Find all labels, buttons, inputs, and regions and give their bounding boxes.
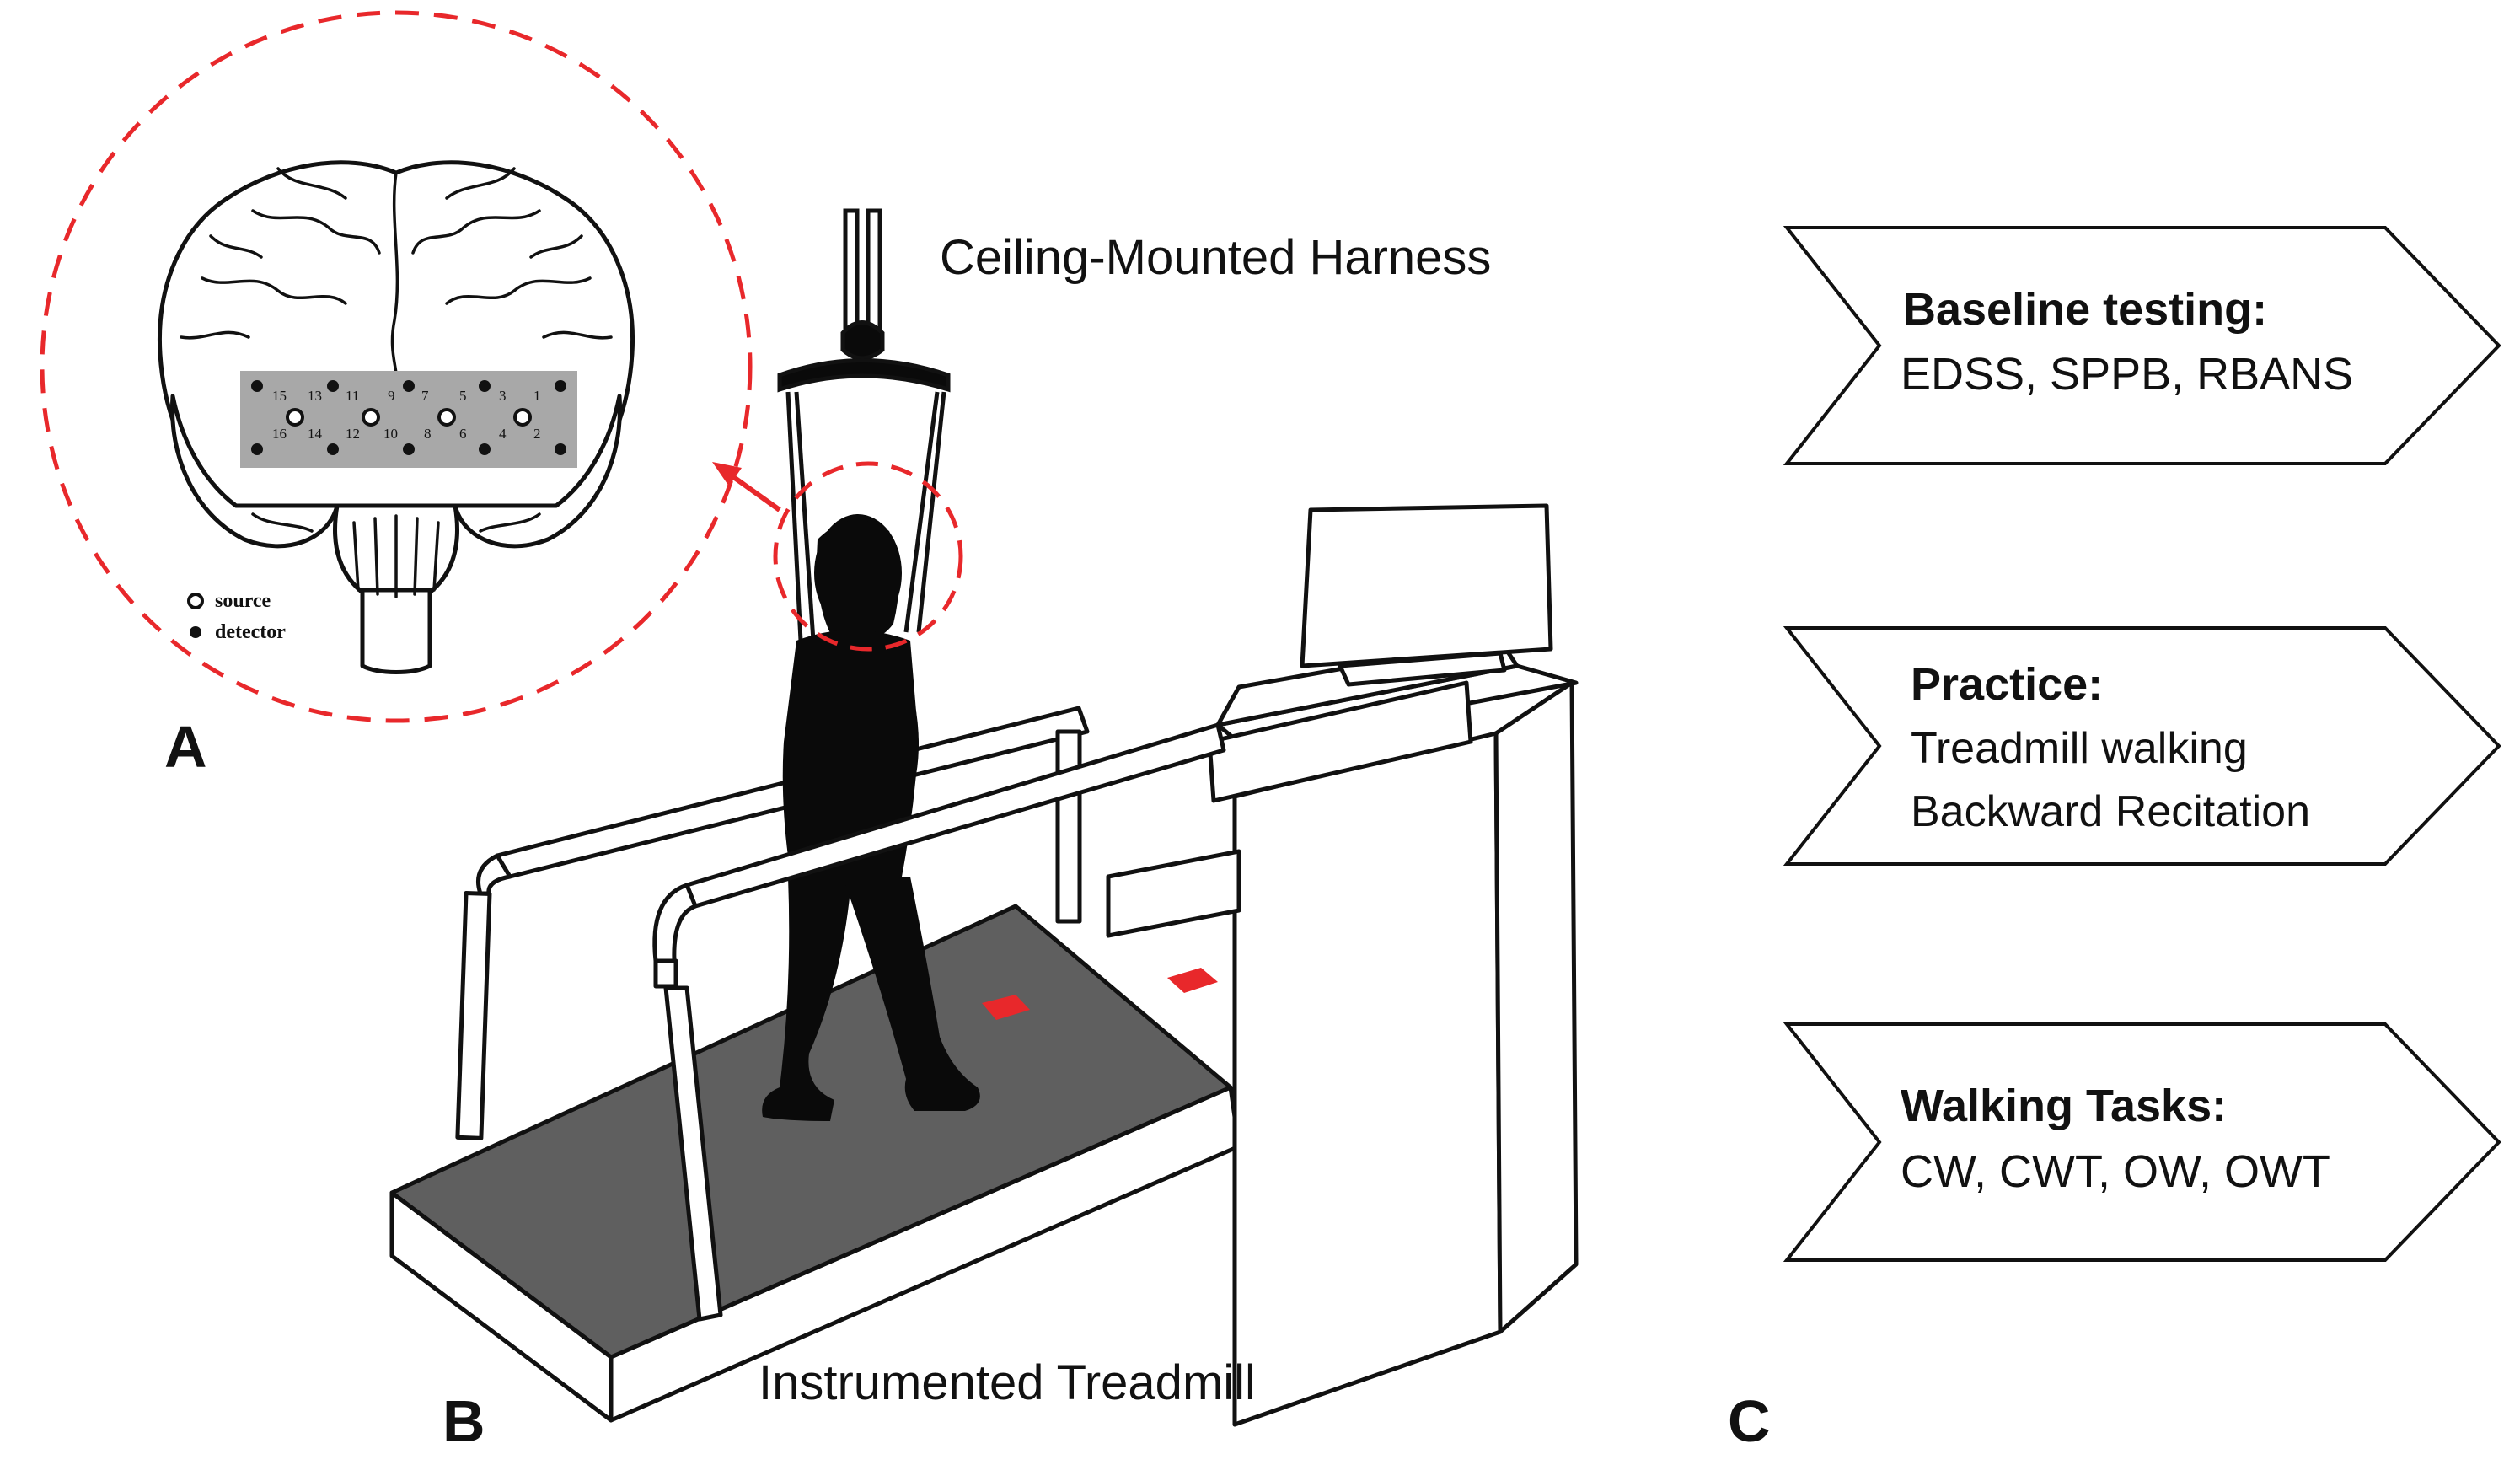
step-line: Treadmill walking bbox=[1911, 724, 2248, 773]
step-practice: Practice: Treadmill walking Backward Rec… bbox=[1783, 626, 2501, 866]
person-torso bbox=[782, 630, 919, 885]
harness-hook bbox=[840, 320, 885, 361]
treadmill-console bbox=[1106, 503, 1579, 1427]
channel-number: 13 bbox=[308, 388, 322, 404]
detector-dot bbox=[403, 380, 415, 392]
console-cabinet-side bbox=[1493, 680, 1579, 1334]
step-platform bbox=[1106, 849, 1241, 938]
harness-rod-right bbox=[866, 208, 882, 331]
console-cabinet-front bbox=[1232, 731, 1503, 1427]
channel-number: 16 bbox=[272, 426, 287, 442]
panel-b-treadmill-setup: Ceiling-Mounted Harness bbox=[389, 208, 1579, 1454]
detector-dot bbox=[251, 380, 263, 392]
detector-dot bbox=[479, 443, 491, 455]
detector-dot bbox=[251, 443, 263, 455]
source-optodes bbox=[286, 408, 532, 427]
step-baseline: Baseline testing: EDSS, SPPB, RBANS bbox=[1783, 226, 2501, 465]
source-legend-label: source bbox=[215, 590, 271, 612]
channel-number: 9 bbox=[388, 388, 395, 404]
channel-number: 6 bbox=[459, 426, 467, 442]
step-walking-tasks: Walking Tasks: CW, CWT, OW, OWT bbox=[1783, 1022, 2501, 1262]
source-circle bbox=[286, 408, 304, 427]
channel-number: 1 bbox=[533, 388, 541, 404]
detector-dot bbox=[479, 380, 491, 392]
monitor-stand bbox=[1338, 651, 1507, 687]
panel-label-a: A bbox=[164, 714, 207, 780]
ceiling-harness bbox=[777, 208, 951, 641]
channel-number: 8 bbox=[424, 426, 432, 442]
step-title: Practice: bbox=[1911, 659, 2103, 710]
step-title: Walking Tasks: bbox=[1901, 1081, 2227, 1131]
panel-label-c: C bbox=[1728, 1388, 1771, 1454]
detector-dot bbox=[403, 443, 415, 455]
person-leg-front bbox=[843, 877, 980, 1111]
harness-rod-left bbox=[843, 208, 860, 331]
harness-spreader-bar bbox=[777, 358, 951, 393]
source-circle bbox=[513, 408, 532, 427]
channel-number: 3 bbox=[499, 388, 507, 404]
detector-dot bbox=[555, 380, 566, 392]
step-chevron bbox=[1783, 1022, 2501, 1262]
channel-number: 14 bbox=[308, 426, 323, 442]
panel-a-brain-inset: 15 13 11 9 7 5 3 1 16 14 12 10 8 6 4 2 bbox=[40, 10, 781, 780]
person-arm bbox=[885, 657, 919, 788]
source-circle bbox=[437, 408, 456, 427]
channel-number: 10 bbox=[383, 426, 398, 442]
belt-marker-left bbox=[982, 995, 1030, 1020]
step-title: Baseline testing: bbox=[1903, 284, 2267, 335]
head-highlight-circle bbox=[773, 461, 963, 652]
harness-label: Ceiling-Mounted Harness bbox=[940, 230, 1491, 285]
channel-number: 5 bbox=[459, 388, 467, 404]
step-line: Backward Recitation bbox=[1911, 787, 2310, 836]
step-chevron bbox=[1783, 626, 2501, 866]
handrail-front bbox=[652, 722, 1226, 1322]
step-line: EDSS, SPPB, RBANS bbox=[1901, 349, 2353, 400]
detector-legend-label: detector bbox=[215, 621, 286, 643]
detector-optodes bbox=[251, 380, 566, 455]
detector-dot bbox=[327, 380, 339, 392]
step-line: CW, CWT, OW, OWT bbox=[1901, 1146, 2330, 1197]
harness-strap-left-2 bbox=[794, 391, 816, 641]
zoom-circle bbox=[40, 10, 753, 723]
channel-number: 7 bbox=[421, 388, 429, 404]
console-lower-panel bbox=[1207, 680, 1473, 803]
source-legend-icon bbox=[187, 593, 204, 609]
belt-markers bbox=[982, 968, 1218, 1020]
channel-number: 11 bbox=[346, 388, 359, 404]
harness-strap-left bbox=[785, 391, 803, 641]
channel-number: 4 bbox=[499, 426, 507, 442]
source-circle bbox=[362, 408, 380, 427]
step-chevron bbox=[1783, 226, 2501, 465]
zoom-arrow-shaft bbox=[725, 470, 781, 512]
person-leg-back bbox=[762, 877, 851, 1121]
channel-number: 2 bbox=[533, 426, 541, 442]
walking-person-silhouette bbox=[762, 514, 980, 1121]
harness-strap-right bbox=[903, 391, 940, 633]
zoom-arrow-head bbox=[712, 462, 742, 486]
detector-legend-icon bbox=[190, 626, 201, 638]
optode-legend: source detector bbox=[187, 590, 286, 643]
treadmill-label: Instrumented Treadmill bbox=[759, 1355, 1256, 1410]
brain-gyri bbox=[180, 167, 613, 598]
detector-dot bbox=[327, 443, 339, 455]
monitor-screen bbox=[1300, 503, 1553, 668]
panel-label-b: B bbox=[442, 1388, 485, 1454]
channel-number: 15 bbox=[272, 388, 287, 404]
panel-c-protocol-steps: Baseline testing: EDSS, SPPB, RBANS Prac… bbox=[1728, 226, 2501, 1454]
channel-number: 12 bbox=[346, 426, 360, 442]
zoom-arrow bbox=[712, 462, 781, 512]
belt-marker-right bbox=[1167, 968, 1218, 993]
detector-dot bbox=[555, 443, 566, 455]
harness-strap-right-2 bbox=[916, 391, 946, 633]
channel-numbers: 15 13 11 9 7 5 3 1 16 14 12 10 8 6 4 2 bbox=[272, 388, 541, 442]
person-hair bbox=[817, 520, 899, 641]
